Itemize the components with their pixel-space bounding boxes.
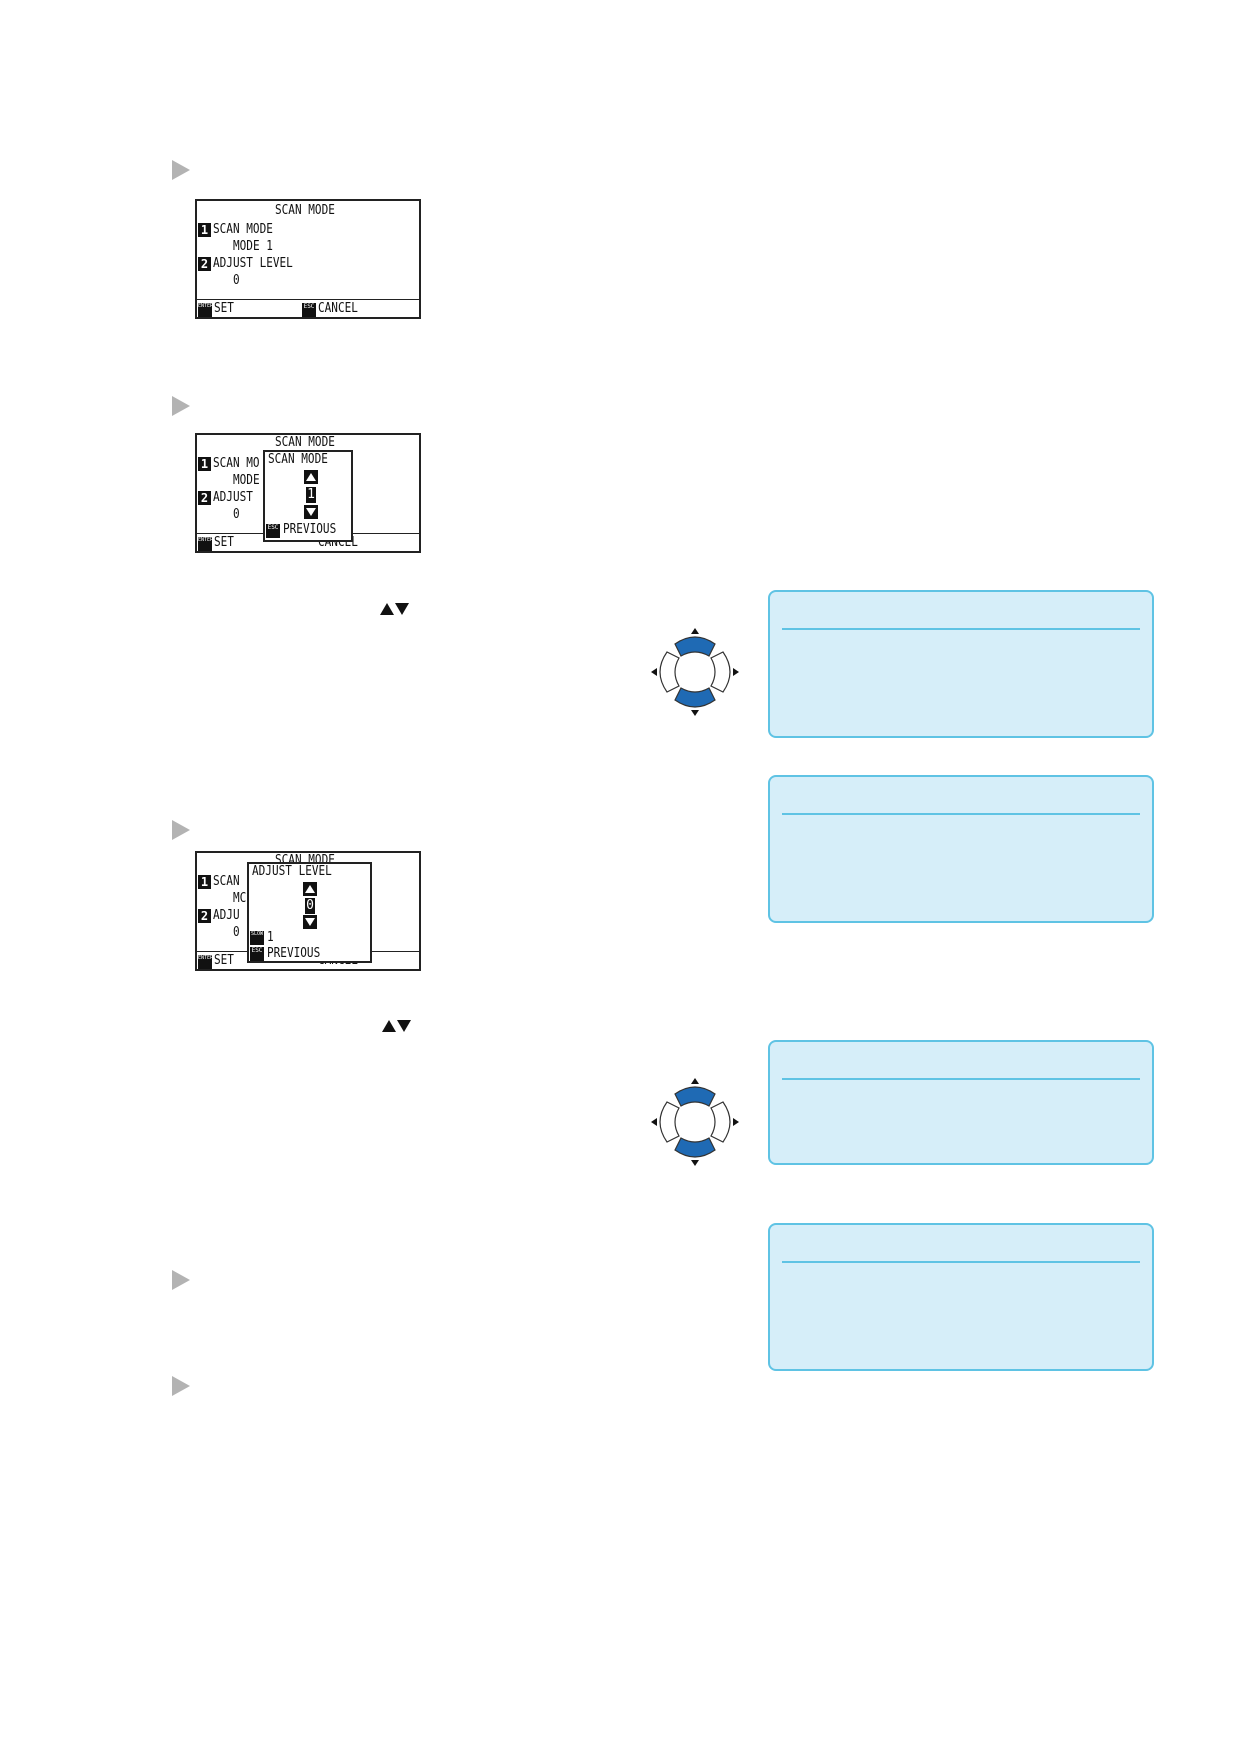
note-divider <box>782 628 1140 630</box>
item-2-label: ADJUST <box>213 490 253 505</box>
popup-value: 0 <box>305 898 315 914</box>
set-softkey-label: SET <box>214 301 234 316</box>
item-2-label: ADJUST LEVEL <box>213 256 293 271</box>
esc-key-icon: ESC <box>302 303 316 317</box>
cursor-pad-icon <box>651 628 739 716</box>
item-2-number: 2 <box>198 909 211 923</box>
up-triangle-icon <box>380 603 394 615</box>
item-1-label: SCAN MODE <box>213 222 273 237</box>
popup-value: 1 <box>306 487 316 503</box>
item-1-value: MODE <box>233 473 260 488</box>
cursor-pad-icon <box>651 1078 739 1166</box>
down-triangle-icon <box>397 1020 411 1032</box>
note-panel-4 <box>768 1223 1154 1371</box>
item-2-value: 0 <box>233 925 240 940</box>
esc-key-icon: ESC <box>250 947 264 961</box>
up-triangle-icon <box>382 1020 396 1032</box>
step-marker-1 <box>172 160 190 180</box>
lcd-screen-adjust-level-popup: SCAN MODE 1 SCAN MC 2 ADJU 0 ENTER SET C… <box>195 851 421 971</box>
step-value: 1 <box>267 930 274 945</box>
previous-label: PREVIOUS <box>267 946 321 961</box>
item-1-label: SCAN MO <box>213 456 260 471</box>
note-panel-2 <box>768 775 1154 923</box>
note-divider <box>782 1078 1140 1080</box>
enter-key-icon: ENTER <box>198 955 213 969</box>
set-softkey-label: SET <box>214 535 234 550</box>
enter-key-icon: ENTER <box>198 303 213 317</box>
enter-key-icon: ENTER <box>198 537 213 551</box>
item-2-number: 2 <box>198 257 211 271</box>
step-marker-5 <box>172 1376 190 1396</box>
down-arrow-icon <box>304 505 318 519</box>
step-marker-4 <box>172 1270 190 1290</box>
down-triangle-icon <box>395 603 409 615</box>
adjust-level-popup: ADJUST LEVEL 0 SLOW 1 ESC PREVIOUS <box>247 862 372 963</box>
step-marker-2 <box>172 396 190 416</box>
softkey-divider <box>197 299 419 300</box>
item-1-number: 1 <box>198 223 211 237</box>
scan-mode-popup: SCAN MODE 1 ESC PREVIOUS <box>263 450 353 542</box>
item-1-number: 1 <box>198 875 211 889</box>
item-1-value: MC <box>233 891 247 906</box>
item-1-label: SCAN <box>213 874 240 889</box>
step-marker-3 <box>172 820 190 840</box>
popup-title: SCAN MODE <box>268 452 328 467</box>
item-2-number: 2 <box>198 491 211 505</box>
screen-title: SCAN MODE <box>275 435 335 450</box>
item-2-value: 0 <box>233 273 240 288</box>
up-arrow-icon <box>304 470 318 484</box>
up-down-keys-icon <box>382 1020 411 1032</box>
slow-key-icon: SLOW <box>250 931 264 945</box>
lcd-screen-scan-mode: SCAN MODE 1 SCAN MODE MODE 1 2 ADJUST LE… <box>195 199 421 319</box>
esc-key-icon: ESC <box>266 524 280 538</box>
note-panel-1 <box>768 590 1154 738</box>
screen-title: SCAN MODE <box>275 203 335 218</box>
cancel-softkey-label: CANCEL <box>318 301 358 316</box>
popup-title: ADJUST LEVEL <box>252 864 332 879</box>
down-arrow-icon <box>303 915 317 929</box>
up-down-keys-icon <box>380 603 409 615</box>
note-panel-3 <box>768 1040 1154 1165</box>
lcd-screen-scan-mode-popup: SCAN MODE 1 SCAN MO MODE 2 ADJUST 0 ENTE… <box>195 433 421 553</box>
previous-label: PREVIOUS <box>283 522 337 537</box>
set-softkey-label: SET <box>214 953 234 968</box>
note-divider <box>782 813 1140 815</box>
item-1-value: MODE 1 <box>233 239 273 254</box>
note-divider <box>782 1261 1140 1263</box>
item-2-value: 0 <box>233 507 240 522</box>
item-1-number: 1 <box>198 457 211 471</box>
item-2-label: ADJU <box>213 908 240 923</box>
up-arrow-icon <box>303 882 317 896</box>
